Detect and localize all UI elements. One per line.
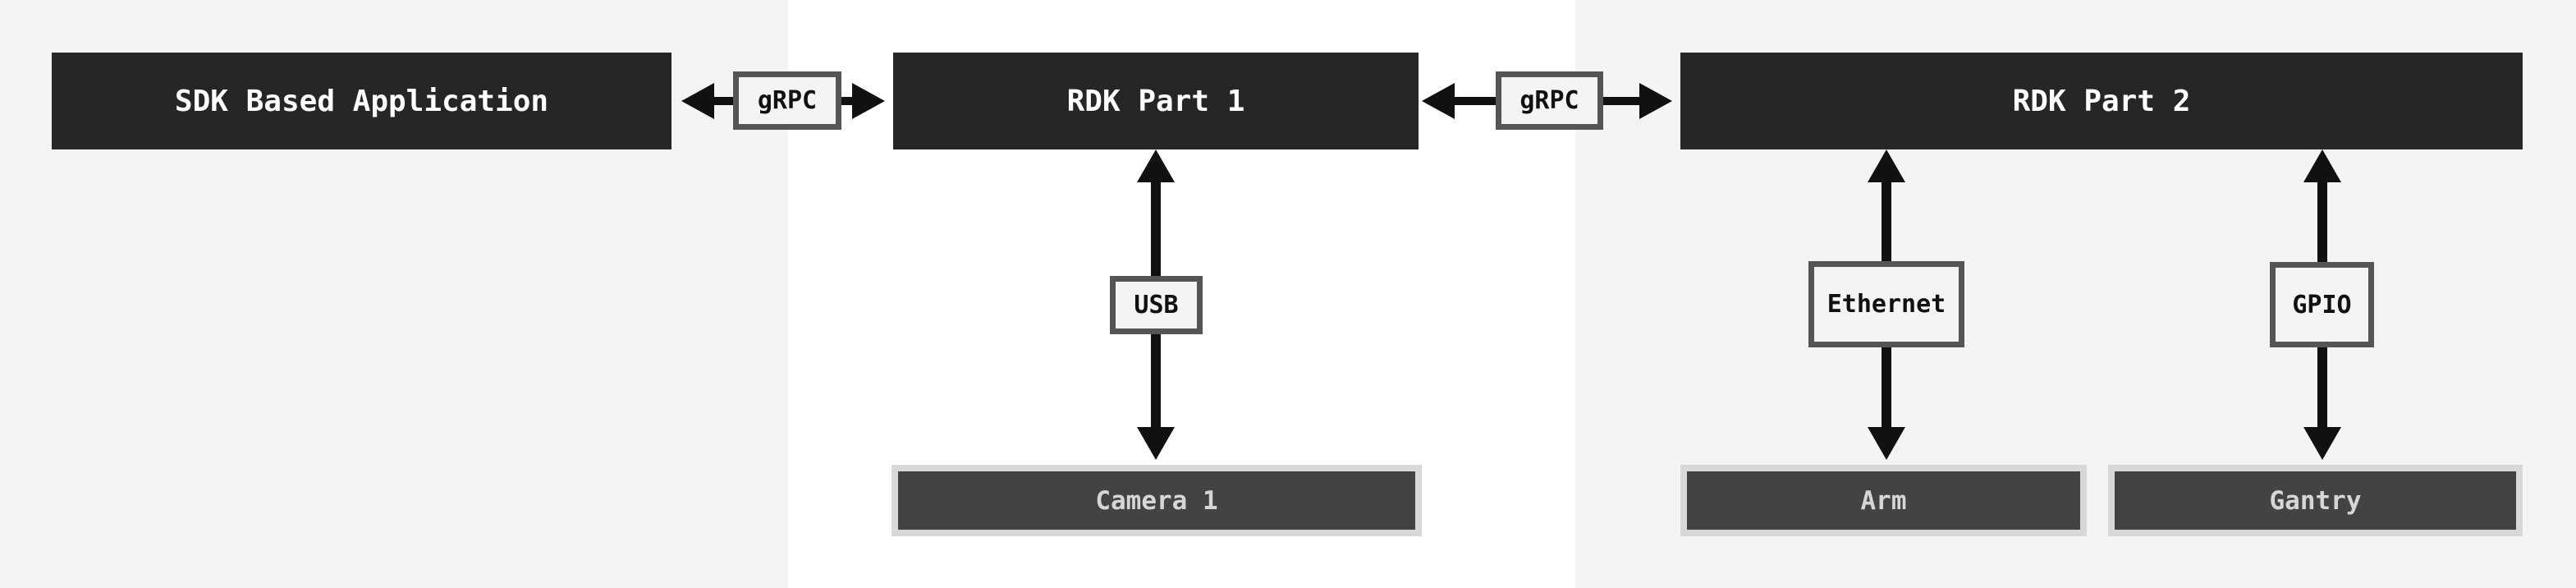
edge-label-text: GPIO [2292, 290, 2352, 319]
edge-grpc2-to-rdk2 [1603, 83, 1672, 119]
node-gantry: Gantry [2108, 465, 2523, 536]
node-label: SDK Based Application [174, 84, 549, 118]
arrowhead-down-icon [1137, 427, 1175, 460]
edge-label-text: gRPC [757, 86, 818, 115]
node-rdk-part-2: RDK Part 2 [1680, 53, 2523, 149]
edge-label-grpc-2: gRPC [1496, 71, 1603, 130]
edge-label-text: USB [1134, 291, 1179, 319]
edge-rdk2-to-arm [1867, 149, 1906, 460]
node-label: Gantry [2269, 485, 2362, 516]
arrowhead-right-icon [852, 83, 885, 119]
edge-sdk-to-grpc1 [681, 83, 733, 119]
node-camera-1: Camera 1 [892, 465, 1422, 536]
arrowhead-left-icon [681, 83, 714, 119]
edge-shaft [841, 97, 852, 105]
arrowhead-up-icon [1868, 149, 1905, 182]
node-label: RDK Part 2 [2012, 84, 2191, 118]
edge-label-text: Ethernet [1827, 290, 1946, 319]
edge-grpc1-to-rdk1 [841, 83, 885, 119]
arrowhead-up-icon [1137, 149, 1175, 182]
edge-label-ethernet: Ethernet [1808, 261, 1964, 347]
arrowhead-down-icon [2303, 427, 2341, 460]
node-sdk-based-application: SDK Based Application [52, 53, 672, 149]
node-arm: Arm [1680, 465, 2087, 536]
arrowhead-up-icon [2303, 149, 2341, 182]
edge-label-text: gRPC [1519, 86, 1579, 115]
node-label: Arm [1860, 485, 1907, 516]
arrowhead-right-icon [1639, 83, 1672, 119]
edge-label-grpc-1: gRPC [733, 71, 841, 130]
node-rdk-part-1: RDK Part 1 [893, 53, 1419, 149]
node-label: RDK Part 1 [1066, 84, 1245, 118]
arrowhead-down-icon [1868, 427, 1905, 460]
edge-shaft [1455, 97, 1496, 105]
edge-shaft [714, 97, 733, 105]
edge-label-usb: USB [1110, 276, 1203, 334]
arrowhead-left-icon [1422, 83, 1455, 119]
node-label: Camera 1 [1095, 485, 1218, 516]
edge-label-gpio: GPIO [2270, 262, 2374, 347]
edge-rdk1-to-grpc2 [1422, 83, 1496, 119]
edge-shaft [1603, 97, 1639, 105]
